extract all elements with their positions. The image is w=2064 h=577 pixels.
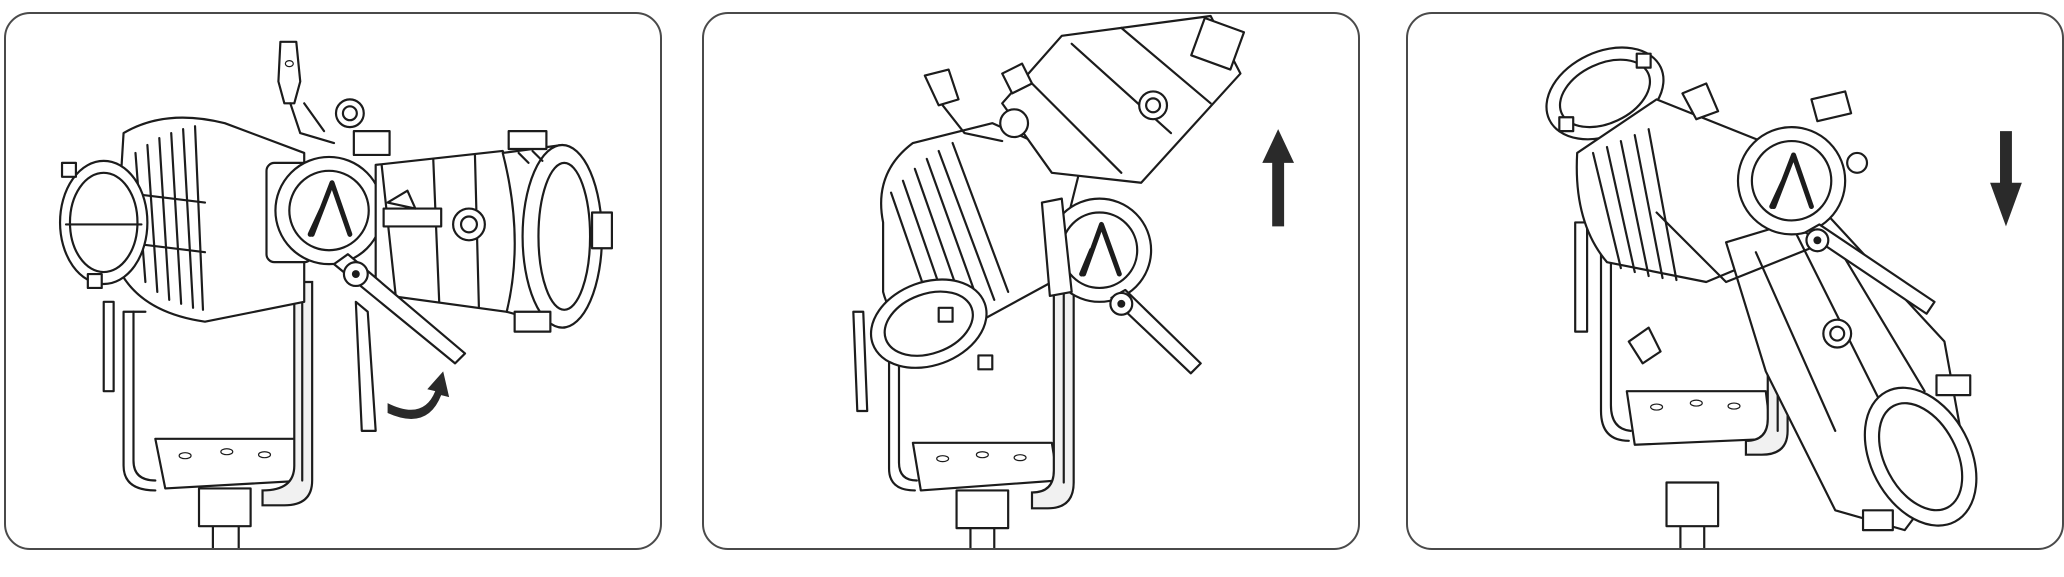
front-barrel [501,130,614,333]
down-arrow-icon [1990,131,2022,227]
light-tilt-down-illustration [1545,46,2022,548]
stand-pole [1665,481,1720,548]
step-1-panel [4,12,662,550]
step-3-panel [1406,12,2064,550]
step-2-panel [702,12,1360,550]
adapter-ring [869,278,994,371]
yoke-hub [1736,126,1869,236]
lens-barrel [1724,211,1978,532]
up-arrow-icon [1262,129,1295,227]
stand-pole [197,487,252,548]
yoke [102,280,314,507]
light-tilt-up-illustration [852,14,1295,548]
top-bracket [923,62,1034,143]
stand-pole [955,489,1010,548]
adapter-ring [58,159,149,290]
mount-base [911,441,1059,492]
mount-base [1625,390,1773,446]
lamp-housing [114,116,306,323]
lambda-logo-icon [1769,152,1814,210]
light-unlock-illustration [58,40,614,548]
lock-lever [1804,223,1936,315]
yoke-hub [265,155,384,266]
lens-barrel [374,149,526,313]
lock-lever [1109,288,1202,375]
top-bracket [1627,82,1853,365]
lens-barrel [1001,14,1246,184]
yoke [852,280,1075,510]
lock-lever [332,253,467,432]
lambda-logo-icon [307,180,353,237]
curved-rotate-arrow-icon [387,371,450,419]
yoke-hub [1040,197,1153,303]
top-bracket [277,40,391,157]
lambda-logo-icon [1079,221,1122,277]
mount-base [154,437,308,490]
